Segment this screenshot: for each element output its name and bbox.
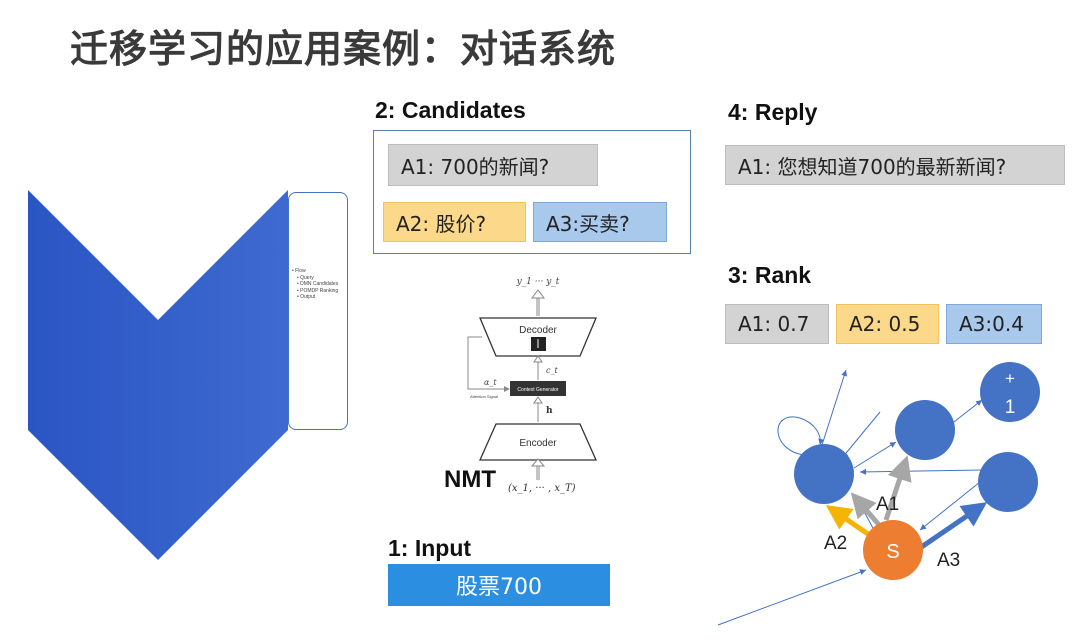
flow-item: Output	[297, 294, 315, 300]
graph-node	[980, 362, 1040, 422]
context-generator	[510, 381, 566, 396]
plus-label: +	[1005, 369, 1015, 388]
encoder-label: Encoder	[519, 438, 557, 449]
graph-edge	[821, 369, 848, 446]
flow-item: Query	[297, 275, 314, 281]
edge-a3	[918, 502, 988, 551]
candidate-a2: A2: 股价?	[383, 202, 526, 242]
nmt-input-label: (x_1, ··· , x_T)	[508, 483, 576, 494]
rank-a2: A2: 0.5	[836, 304, 939, 344]
input-heading: 1: Input	[388, 535, 472, 561]
s-node	[863, 520, 923, 580]
graph-node	[794, 444, 854, 504]
edge-a1-to-upper-node	[883, 455, 912, 521]
a2-label: A2	[824, 533, 847, 554]
graph-edge	[859, 468, 983, 475]
graph-self-loop	[777, 416, 825, 456]
reply-text: A1: 您想知道700的最新新闻?	[725, 145, 1065, 185]
candidate-a1: A1: 700的新闻?	[388, 144, 598, 186]
flow-panel	[288, 192, 348, 430]
input-text: 股票700	[388, 564, 610, 606]
graph-edge	[919, 481, 981, 531]
context-generator-label: Context Generator	[517, 387, 558, 393]
a3-label: A3	[937, 550, 960, 571]
nmt-output-label: y_1 ··· y_t	[516, 277, 560, 287]
decoder-label: Decoder	[519, 325, 557, 336]
a1-label: A1	[876, 494, 899, 515]
graph-edge	[949, 399, 983, 426]
one-label: 1	[1005, 397, 1016, 418]
candidates-heading: 2: Candidates	[375, 97, 526, 123]
page-title: 迁移学习的应用案例：对话系统	[70, 27, 617, 71]
graph-edge	[841, 411, 881, 459]
candidates-frame	[373, 130, 691, 254]
alpha-label: α_t	[484, 378, 497, 387]
flow-item: DMN Candidates	[297, 281, 338, 287]
flow-item: Flow	[292, 268, 306, 274]
nmt-label: NMT	[444, 466, 496, 493]
rank-a1: A1: 0.7	[725, 304, 829, 344]
s-label: S	[886, 541, 899, 563]
graph-edge	[853, 441, 897, 469]
graph-node	[895, 400, 955, 460]
encoder-block	[478, 423, 598, 461]
graph-edge	[717, 569, 867, 626]
graph-node	[978, 452, 1038, 512]
rank-heading: 3: Rank	[728, 262, 812, 288]
reply-heading: 4: Reply	[728, 99, 818, 125]
flow-list: Flow Query DMN Candidates POMDP Ranking …	[290, 268, 348, 301]
h-label: h	[546, 406, 553, 416]
chevron-shape	[28, 190, 288, 560]
rank-a3: A3:0.4	[946, 304, 1042, 344]
edge-a1-to-node	[850, 492, 882, 528]
candidate-a3: A3:买卖?	[533, 202, 667, 242]
attention-signal-label: Attention Signal	[470, 394, 498, 399]
ct-label: c_t	[546, 366, 558, 375]
flow-item: POMDP Ranking	[297, 288, 338, 294]
edge-a2	[825, 505, 870, 537]
